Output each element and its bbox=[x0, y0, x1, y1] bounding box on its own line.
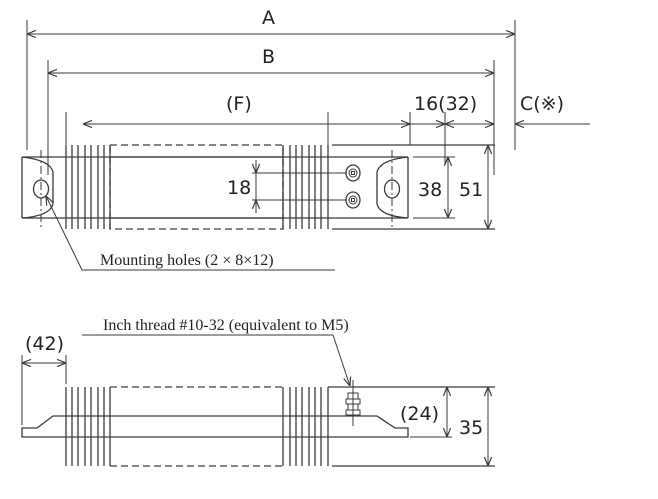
thread-label: Inch thread #10-32 (equivalent to M5) bbox=[103, 317, 349, 334]
mounting-holes-label: Mounting holes (2 × 8×12) bbox=[100, 252, 274, 269]
left-mounting-tab bbox=[21, 156, 54, 219]
right-mounting-tab bbox=[376, 156, 409, 219]
left-fins bbox=[65, 145, 111, 229]
dimension-F: (F) bbox=[65, 93, 411, 145]
dimension-body-to-tab-label: (24) bbox=[400, 403, 439, 425]
dimension-F-label: (F) bbox=[226, 93, 252, 115]
dimension-tab-length: (42) bbox=[21, 333, 67, 425]
terminals bbox=[345, 164, 361, 209]
terminal-bolt bbox=[345, 380, 361, 426]
dimension-total-width: 51 bbox=[459, 145, 495, 229]
dimension-body-to-tab: (24) bbox=[400, 387, 452, 438]
dimension-terminal-spacing: 18 bbox=[227, 160, 346, 213]
dimension-tab-width: 38 bbox=[413, 156, 455, 219]
dimension-terminal-spacing-label: 18 bbox=[227, 177, 251, 199]
dimension-A-label: A bbox=[262, 7, 275, 29]
dimension-height: 35 bbox=[459, 387, 488, 466]
dimension-B: B bbox=[47, 46, 495, 175]
right-fins bbox=[282, 145, 329, 229]
side-view bbox=[21, 380, 495, 467]
dimension-terminal-pitch: 16(32) bbox=[410, 93, 494, 165]
dimension-C-label: C(※) bbox=[520, 93, 564, 115]
dimension-height-label: 35 bbox=[459, 417, 483, 439]
dimension-tab-length-label: (42) bbox=[25, 333, 64, 355]
thread-callout: Inch thread #10-32 (equivalent to M5) bbox=[82, 317, 350, 386]
dimension-C: C(※) bbox=[515, 93, 590, 124]
mounting-holes-callout: Mounting holes (2 × 8×12) bbox=[46, 196, 335, 271]
dimension-tab-width-label: 38 bbox=[418, 179, 442, 201]
dimension-total-width-label: 51 bbox=[459, 179, 483, 201]
dimension-B-label: B bbox=[262, 46, 275, 68]
dimension-terminal-pitch-label: 16(32) bbox=[414, 93, 477, 115]
dimension-A: A bbox=[26, 7, 516, 150]
